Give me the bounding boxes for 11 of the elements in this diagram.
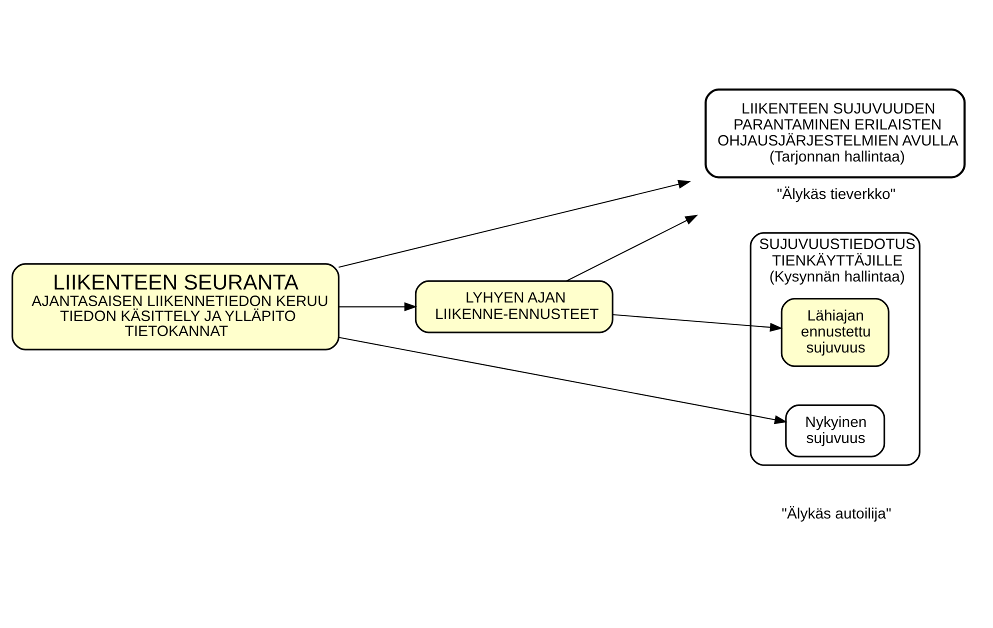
arrow: [612, 314, 783, 332]
arrow: [566, 214, 698, 282]
node-box: Nykyinen sujuvuus: [785, 404, 886, 458]
node-box: LIIKENTEEN SEURANTA AJANTASAISEN LIIKENNETIEDON KERUU TIEDON KÄSITTELY JA YLLÄPITO TIETOKANNAT: [12, 263, 340, 350]
node-box: Lähiajan ennustettu sujuvuus: [780, 298, 890, 367]
node-label: "Älykäs autoilija": [782, 505, 892, 522]
arrow: [338, 336, 788, 424]
arrow: [338, 302, 418, 312]
node-box: LYHYEN AJAN LIIKENNE-ENNUSTEET: [414, 280, 614, 334]
arrow: [338, 180, 692, 268]
node-label: "Älykäs tieverkko": [776, 186, 896, 203]
